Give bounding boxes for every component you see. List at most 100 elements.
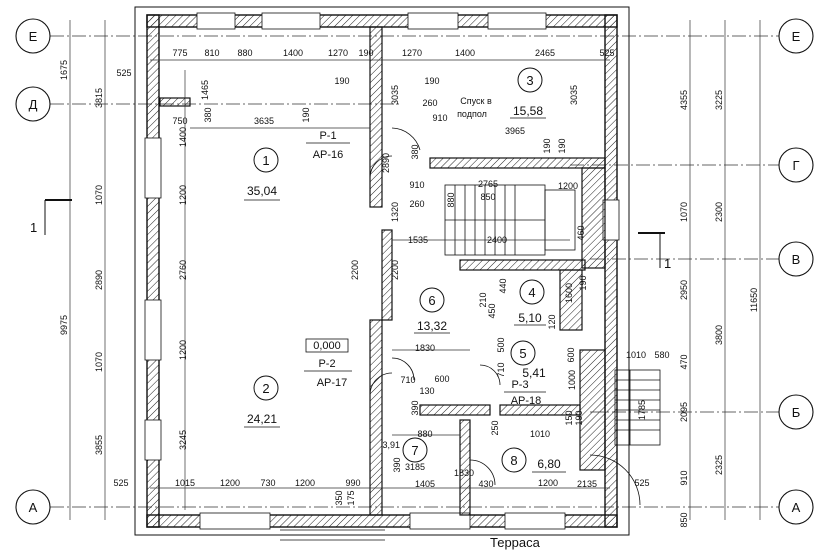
axis-bubble-b-right: Б <box>778 394 814 430</box>
svg-text:775: 775 <box>172 48 187 58</box>
svg-text:3: 3 <box>526 73 533 88</box>
svg-text:2465: 2465 <box>535 48 555 58</box>
svg-text:190: 190 <box>557 138 567 153</box>
svg-text:1015: 1015 <box>175 478 195 488</box>
svg-text:6,80: 6,80 <box>537 457 561 471</box>
dimension-lines <box>69 20 761 520</box>
svg-text:580: 580 <box>654 350 669 360</box>
svg-text:2200: 2200 <box>390 260 400 280</box>
svg-text:3,91: 3,91 <box>382 440 400 450</box>
svg-text:1830: 1830 <box>454 468 474 478</box>
svg-text:710: 710 <box>400 375 415 385</box>
svg-text:3800: 3800 <box>714 325 724 345</box>
svg-text:Г: Г <box>792 158 799 173</box>
svg-text:1270: 1270 <box>402 48 422 58</box>
svg-text:175: 175 <box>346 490 356 505</box>
svg-text:390: 390 <box>410 400 420 415</box>
doors <box>369 127 641 506</box>
axis-bubble-a-left: А <box>15 489 51 525</box>
svg-text:600: 600 <box>434 374 449 384</box>
svg-text:5,10: 5,10 <box>518 311 542 325</box>
svg-text:470: 470 <box>679 354 689 369</box>
terrace-label: Терраса <box>490 535 541 550</box>
mark-p1: Р-1 АР-16 <box>306 130 350 161</box>
section-mark-right <box>638 232 665 268</box>
svg-text:1010: 1010 <box>530 429 550 439</box>
room-1: 1 35,04 <box>244 147 280 201</box>
svg-text:710: 710 <box>496 362 506 377</box>
svg-text:190: 190 <box>301 107 311 122</box>
svg-text:15,58: 15,58 <box>513 104 543 118</box>
svg-text:3185: 3185 <box>405 462 425 472</box>
svg-text:600: 600 <box>566 347 576 362</box>
svg-text:4: 4 <box>528 285 535 300</box>
svg-text:525: 525 <box>599 48 614 58</box>
room-6: 6 13,32 <box>414 287 450 334</box>
svg-text:Е: Е <box>792 29 801 44</box>
svg-text:1200: 1200 <box>178 340 188 360</box>
dims-inner: 750 3635 2765 850 1200 910 260 1535 2400… <box>172 116 669 489</box>
svg-text:260: 260 <box>409 199 424 209</box>
svg-text:190: 190 <box>574 410 584 425</box>
svg-text:6: 6 <box>428 293 435 308</box>
section-mark-left <box>44 199 72 235</box>
svg-text:500: 500 <box>496 337 506 352</box>
dims-bottom: 525 1015 1200 730 1200 990 1200 525 350 … <box>113 478 649 506</box>
svg-text:1200: 1200 <box>220 478 240 488</box>
svg-text:2200: 2200 <box>350 260 360 280</box>
axis-bubble-d-left: Д <box>15 86 51 122</box>
mark-p2: 0,000 Р-2 АР-17 <box>304 338 352 389</box>
svg-text:24,21: 24,21 <box>247 412 277 426</box>
svg-text:АР-18: АР-18 <box>511 395 542 407</box>
svg-text:3635: 3635 <box>254 116 274 126</box>
svg-text:1600: 1600 <box>564 283 574 303</box>
svg-text:АР-17: АР-17 <box>317 377 348 389</box>
svg-text:190: 190 <box>578 275 588 290</box>
svg-text:380: 380 <box>410 144 420 159</box>
svg-text:190: 190 <box>542 138 552 153</box>
svg-text:525: 525 <box>634 478 649 488</box>
svg-text:2: 2 <box>262 381 269 396</box>
section-label-right: 1 <box>664 256 671 271</box>
svg-text:2760: 2760 <box>178 260 188 280</box>
windows <box>144 12 620 530</box>
svg-text:3225: 3225 <box>714 90 724 110</box>
svg-text:460: 460 <box>576 225 586 240</box>
svg-text:5,41: 5,41 <box>522 366 546 380</box>
dims-top: 775 810 880 1400 1270 190 1270 1400 2465… <box>116 48 614 136</box>
svg-text:Е: Е <box>29 29 38 44</box>
axis-bubble-e-right: Е <box>778 18 814 54</box>
svg-text:2890: 2890 <box>94 270 104 290</box>
svg-text:880: 880 <box>237 48 252 58</box>
svg-text:3815: 3815 <box>94 88 104 108</box>
svg-text:2300: 2300 <box>714 202 724 222</box>
staircase <box>444 184 576 256</box>
cellar-label-2: подпол <box>457 109 487 119</box>
svg-text:1535: 1535 <box>408 235 428 245</box>
svg-text:150: 150 <box>564 410 574 425</box>
svg-text:В: В <box>792 252 801 267</box>
svg-text:1830: 1830 <box>415 343 435 353</box>
svg-text:850: 850 <box>679 512 689 527</box>
svg-text:1405: 1405 <box>415 479 435 489</box>
svg-text:Б: Б <box>792 405 801 420</box>
mark-p3: Р-3 АР-18 <box>504 379 546 407</box>
cellar-label-1: Спуск в <box>460 96 492 106</box>
svg-text:1000: 1000 <box>567 370 577 390</box>
svg-text:1785: 1785 <box>637 400 647 420</box>
dims-left: 1675 3815 1070 2890 1070 3855 9975 1200 … <box>59 60 188 455</box>
svg-text:190: 190 <box>334 76 349 86</box>
room-3: 3 15,58 <box>510 67 546 119</box>
svg-text:3245: 3245 <box>178 430 188 450</box>
svg-text:35,04: 35,04 <box>247 184 277 198</box>
svg-text:1070: 1070 <box>679 202 689 222</box>
svg-text:730: 730 <box>260 478 275 488</box>
svg-text:2400: 2400 <box>487 235 507 245</box>
svg-text:750: 750 <box>172 116 187 126</box>
svg-text:210: 210 <box>478 292 488 307</box>
dim-3035b: 3035 <box>569 85 579 105</box>
svg-text:2950: 2950 <box>679 280 689 300</box>
section-label-left: 1 <box>30 220 37 235</box>
svg-text:Р-3: Р-3 <box>511 379 528 391</box>
